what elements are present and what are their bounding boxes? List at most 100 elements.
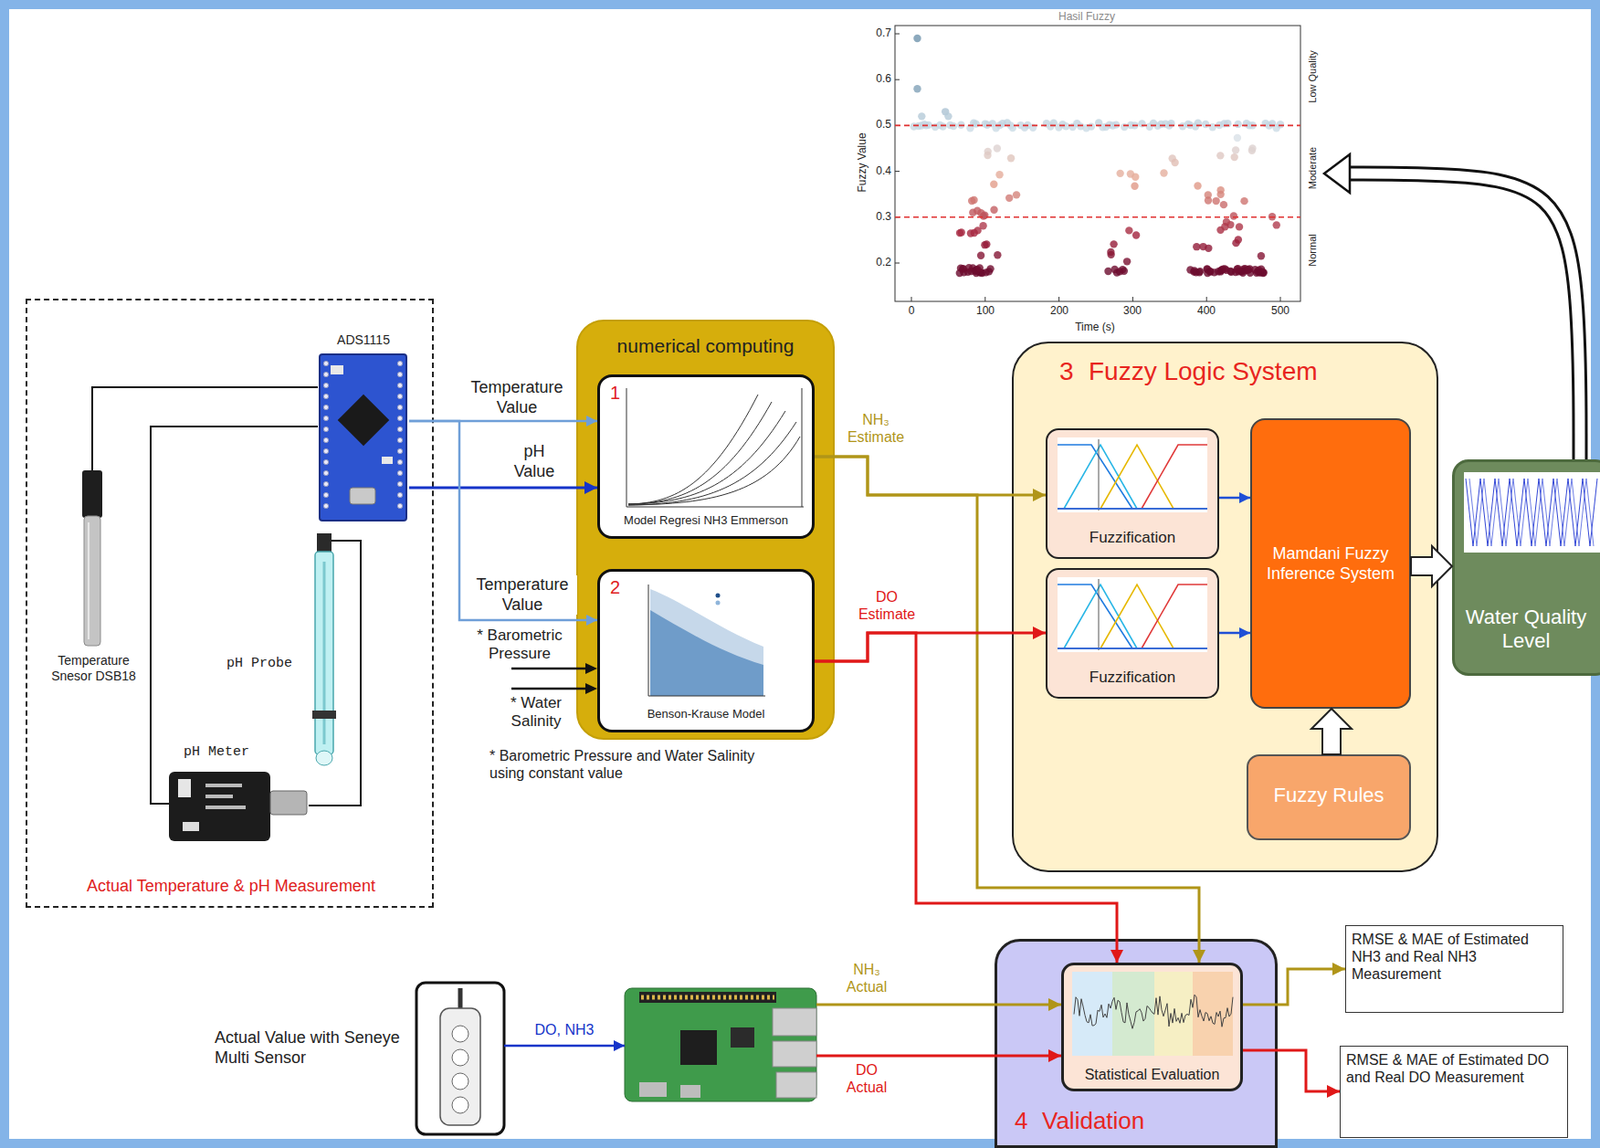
raspberry-pi-drawing — [639, 991, 777, 1003]
data-point — [1006, 121, 1014, 129]
connector — [308, 540, 361, 806]
data-point — [967, 229, 975, 237]
data-point — [1204, 244, 1212, 253]
data-point — [1257, 264, 1265, 273]
data-point — [1153, 122, 1161, 130]
node-text: ADS1115 — [317, 332, 410, 348]
data-point — [1120, 123, 1128, 131]
data-point — [1115, 169, 1124, 178]
data-point — [936, 121, 944, 129]
connector — [409, 421, 598, 422]
board-pin — [397, 470, 402, 475]
data-point — [1058, 120, 1066, 128]
data-point — [1073, 119, 1081, 127]
data-point — [972, 265, 980, 274]
data-point — [1201, 120, 1210, 128]
connector-line — [150, 426, 318, 804]
tick-label: 200 — [1041, 304, 1078, 317]
ph-meter-drawing — [205, 783, 243, 788]
callout-number: 2 — [610, 576, 632, 599]
data-point — [957, 228, 966, 236]
data-point — [957, 263, 965, 272]
data-point — [1221, 222, 1229, 231]
adc-board-drawing — [349, 487, 376, 505]
data-point — [1161, 120, 1169, 128]
data-point — [1199, 242, 1207, 251]
data-point — [980, 241, 989, 249]
data-point — [1186, 121, 1194, 129]
raspberry-pi-drawing — [772, 1041, 817, 1067]
scatter-plot — [894, 25, 1301, 302]
tick-label: 0.2 — [854, 255, 892, 269]
data-point — [1007, 154, 1015, 162]
ph-meter: pH Meter — [162, 744, 309, 845]
data-point — [941, 107, 949, 116]
data-point — [1242, 119, 1251, 127]
class-label: Normal — [1306, 233, 1319, 266]
data-point — [917, 121, 926, 129]
data-point — [944, 112, 952, 120]
data-point — [1105, 120, 1114, 128]
data-point — [922, 121, 930, 129]
node-text: pH Meter — [162, 744, 271, 761]
data-point — [1248, 121, 1256, 129]
board-pin — [323, 426, 328, 432]
board-pin — [323, 503, 328, 508]
data-point — [1094, 118, 1103, 127]
seneye-sensor-drawing — [452, 1096, 469, 1114]
board-pin — [397, 448, 402, 453]
board-pin — [397, 503, 402, 508]
process-panel: 4ValidationStatistical Evaluation — [994, 938, 1278, 1148]
temperature-probe-drawing — [82, 470, 103, 518]
scatter-plot — [894, 216, 1301, 219]
tick-label: 0.3 — [854, 210, 892, 223]
axis-tick — [1058, 296, 1060, 302]
fuzzification-box: Fuzzification — [1045, 428, 1220, 559]
raspberry-pi-drawing — [639, 1082, 667, 1097]
data-point — [1131, 173, 1139, 181]
data-point — [981, 119, 990, 127]
raspberry-pi-drawing — [680, 1030, 717, 1065]
ph-meter-drawing — [178, 778, 191, 798]
axis-title: Time (s) — [1058, 320, 1132, 334]
data-point — [1240, 197, 1248, 205]
data-point — [983, 151, 991, 159]
ph-probe: pH Probe — [217, 527, 348, 779]
data-point — [920, 120, 928, 128]
data-point — [1252, 269, 1261, 277]
data-point — [966, 124, 974, 132]
data-point — [1159, 168, 1168, 177]
board-pin — [323, 415, 328, 421]
data-point — [1220, 200, 1228, 209]
data-point — [1126, 169, 1135, 178]
data-point — [1206, 267, 1214, 275]
data-point — [982, 240, 990, 248]
connector-line — [504, 1044, 625, 1048]
data-point — [1226, 267, 1234, 275]
tick-label: 0 — [893, 304, 930, 317]
data-point — [1108, 121, 1116, 129]
data-point — [1021, 124, 1029, 132]
tick-label: 0.7 — [854, 26, 892, 40]
data-point — [993, 144, 1001, 152]
data-point — [991, 124, 1000, 132]
data-point — [965, 263, 973, 272]
raspberry-pi-drawing — [680, 1084, 701, 1098]
data-point — [1223, 119, 1232, 127]
node-text: numerical computing — [576, 334, 835, 358]
data-point — [971, 266, 979, 274]
seneye-sensor-drawing — [416, 982, 505, 1135]
data-point — [1068, 123, 1076, 131]
axis-tick — [1280, 296, 1282, 302]
data-point — [1157, 120, 1165, 128]
data-point — [1273, 221, 1281, 229]
data-point — [1268, 119, 1276, 127]
data-point — [969, 118, 978, 127]
data-point — [1196, 267, 1204, 275]
adc-board: ADS1115 — [317, 328, 410, 526]
node-text: Fuzzy Rules — [1246, 783, 1411, 808]
node-outline — [25, 298, 434, 908]
data-point — [1192, 268, 1200, 276]
node-outline — [1250, 418, 1411, 709]
node-text: Benson-Krause Model — [604, 706, 808, 722]
